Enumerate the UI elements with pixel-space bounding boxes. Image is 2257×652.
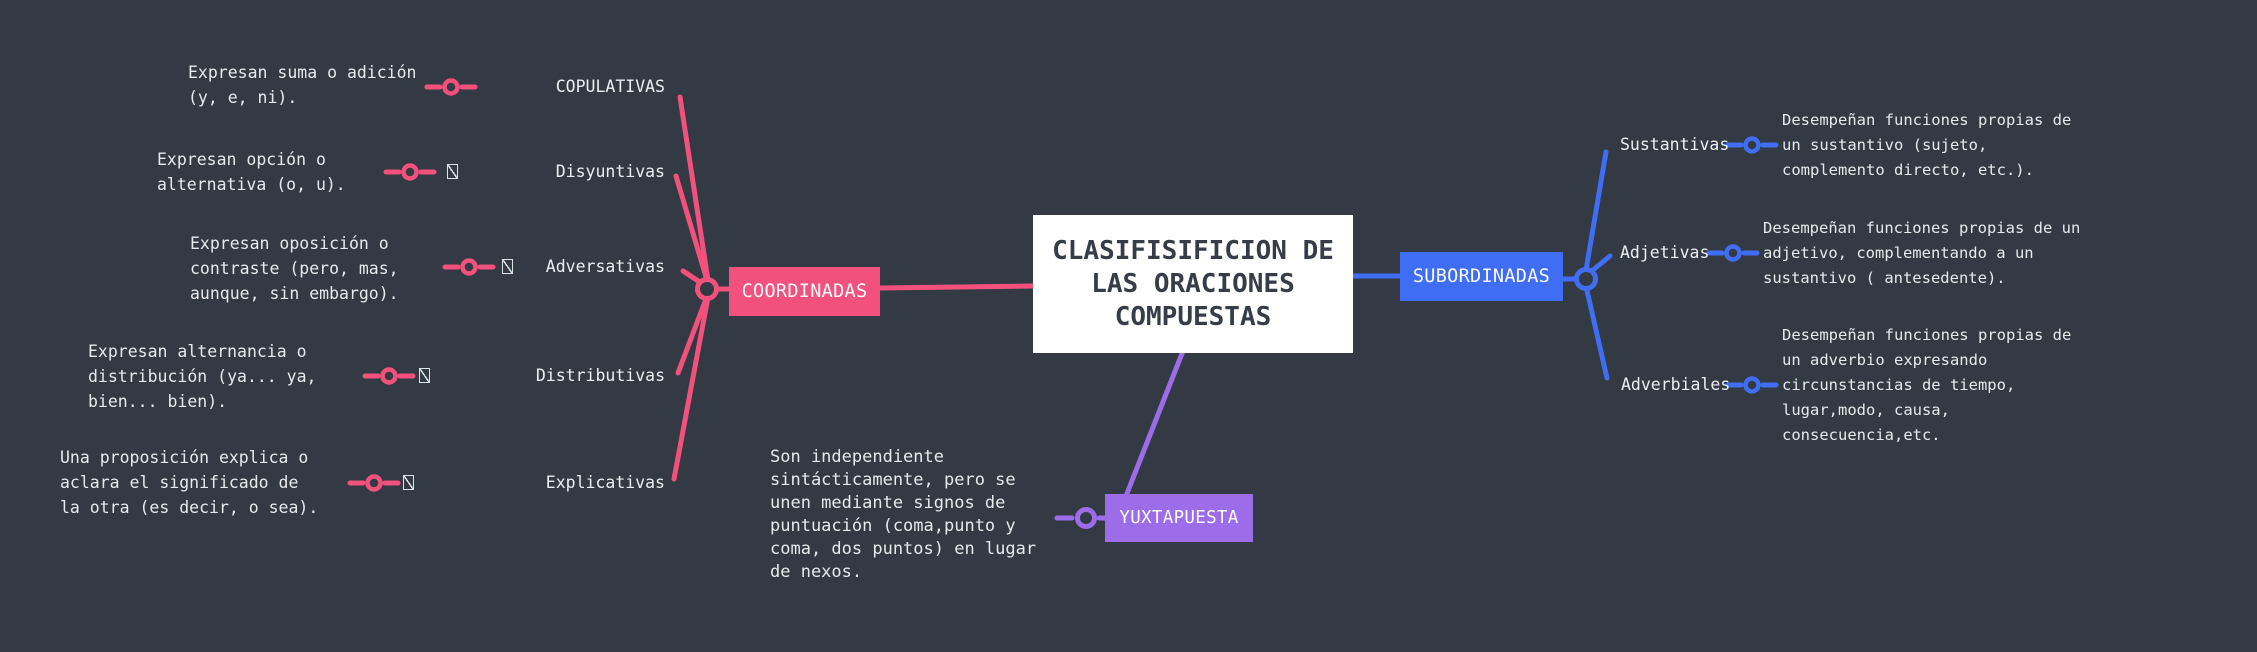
leaf-desc-distributivas[interactable]: Expresan alternancia o distribución (ya.… [88, 342, 317, 411]
leaf-label-adverbiales[interactable]: Adverbiales [1621, 375, 1731, 394]
leaf-label-adversativas[interactable]: Adversativas [545, 257, 665, 276]
leaf-desc-adjetivas[interactable]: Desempeñan funciones propias de un adjet… [1763, 219, 2081, 287]
missing-glyph-icon [419, 368, 430, 383]
branch-node-coordinadas[interactable]: COORDINADAS [729, 267, 880, 316]
leaf-label-distributivas[interactable]: Distributivas [535, 366, 665, 385]
leaf-label-disyuntivas[interactable]: Disyuntivas [555, 162, 665, 181]
subordinadas-junction-circle [1574, 267, 1598, 291]
missing-glyph-icon [447, 164, 458, 179]
leaf-label-copulativas[interactable]: COPULATIVAS [555, 77, 665, 96]
branch-node-yuxtapuesta[interactable]: YUXTAPUESTA [1105, 494, 1253, 542]
leaf-desc-copulativas[interactable]: Expresan suma o adición (y, e, ni). [188, 63, 417, 107]
missing-glyph-icon [403, 475, 414, 490]
yuxtapuesta-branch-lines [1054, 348, 1186, 521]
missing-glyph-icon [502, 259, 513, 274]
central-topic-node[interactable]: CLASIFISIFICION DE LAS ORACIONES COMPUES… [1033, 215, 1353, 353]
leaf-label-explicativas[interactable]: Explicativas [545, 473, 665, 492]
leaf-desc-sustantivas[interactable]: Desempeñan funciones propias de un susta… [1782, 111, 2072, 179]
leaf-desc-adverbiales[interactable]: Desempeñan funciones propias de un adver… [1782, 326, 2072, 444]
leaf-desc-adversativas[interactable]: Expresan oposición o contraste (pero, ma… [190, 234, 399, 303]
leaf-desc-yuxtapuesta[interactable]: Son independiente sintácticamente, pero … [770, 447, 1037, 582]
leaf-label-sustantivas[interactable]: Sustantivas [1620, 135, 1730, 154]
yuxtapuesta-junction-circle [1075, 507, 1097, 529]
leaf-label-adjetivas[interactable]: Adjetivas [1620, 243, 1710, 262]
branch-node-subordinadas[interactable]: SUBORDINADAS [1400, 252, 1563, 301]
subordinadas-leaf-connectors [1706, 136, 1779, 394]
leaf-desc-explicativas[interactable]: Una proposición explica o aclara el sign… [60, 448, 319, 517]
coordinadas-junction-circle [695, 277, 719, 301]
leaf-desc-disyuntivas[interactable]: Expresan opción o alternativa (o, u). [157, 150, 346, 194]
coordinadas-leaf-connectors [347, 78, 496, 492]
